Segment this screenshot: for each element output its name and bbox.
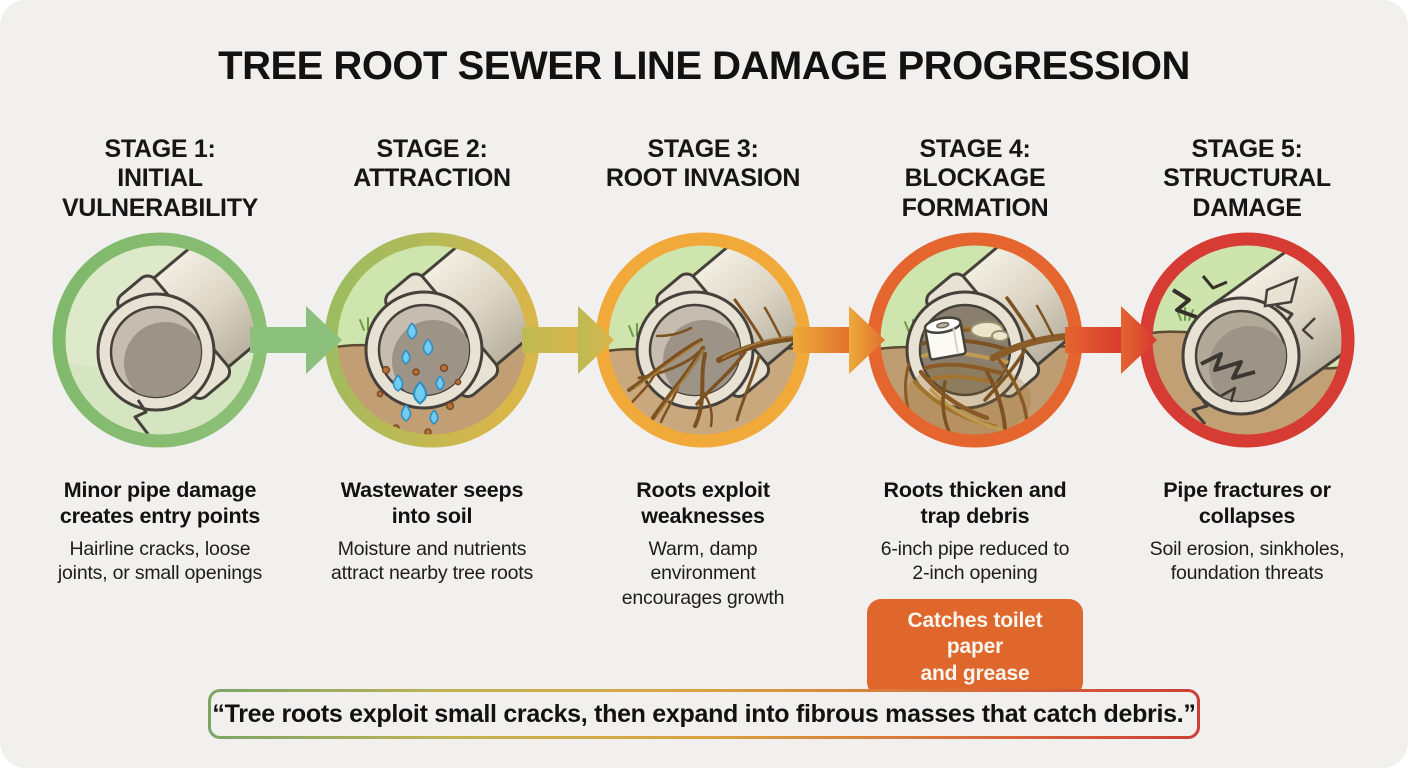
root-invasion-illustration (595, 232, 811, 448)
stage-5-caption-title: Pipe fractures or collapses (1163, 478, 1331, 528)
arrow-stage2-to-stage3-icon (522, 306, 614, 374)
stage-3-circle (595, 232, 811, 448)
pipe-shard (1263, 275, 1299, 308)
stage-3-caption-detail: Warm, damp environment encourages growth (621, 537, 785, 609)
sewer-pipe (96, 244, 256, 412)
quote-text: “Tree roots exploit small cracks, then e… (211, 692, 1197, 736)
stage-1-circle (52, 232, 268, 448)
arrow-stage3-to-stage4-icon (793, 306, 885, 374)
root-mass-shadow (903, 362, 1031, 436)
stage-1-caption-detail: Hairline cracks, loose joints, or small … (57, 537, 263, 585)
stage-5-caption: Pipe fractures or collapses Soil erosion… (1119, 478, 1375, 586)
stage-2-caption-title: Wastewater seeps into soil (340, 478, 524, 528)
invading-roots (625, 298, 799, 428)
interior-crack (1200, 352, 1256, 380)
arrow-stage4-to-stage5-icon (1065, 306, 1157, 374)
cracked-pipe-illustration (52, 232, 268, 448)
nutrient-particles (376, 363, 462, 436)
stage-4-circle (867, 232, 1083, 448)
stage-1-caption: Minor pipe damage creates entry points H… (32, 478, 288, 586)
stage-4-caption-title: Roots thicken and trap debris (883, 478, 1067, 528)
stage-4-caption-detail: 6-inch pipe reduced to 2-inch opening (880, 537, 1070, 585)
sewer-pipe (635, 244, 799, 410)
fractured-pipe (1181, 244, 1343, 425)
page-title: TREE ROOT SEWER LINE DAMAGE PROGRESSION (218, 44, 1190, 88)
quote-banner: “Tree roots exploit small cracks, then e… (208, 689, 1200, 739)
toilet-paper-roll (923, 316, 967, 361)
stage-3-caption-title: Roots exploit weaknesses (636, 478, 770, 528)
water-droplets (392, 322, 445, 426)
stage-3-heading: STAGE 3: ROOT INVASION (605, 135, 801, 193)
stage-2-caption-detail: Moisture and nutrients attract nearby tr… (330, 537, 534, 585)
stage-2-caption: Wastewater seeps into soil Moisture and … (304, 478, 560, 586)
stage-5-heading: STAGE 5: STRUCTURAL DAMAGE (1163, 135, 1331, 222)
stage-2-heading: STAGE 2: ATTRACTION (353, 135, 511, 193)
stage-3-caption: Roots exploit weaknesses Warm, damp envi… (575, 478, 831, 610)
stage-1-heading: STAGE 1: INITIAL VULNERABILITY (61, 135, 259, 222)
stage-5-caption-detail: Soil erosion, sinkholes, foundation thre… (1149, 537, 1345, 585)
stage-4-caption: Roots thicken and trap debris 6-inch pip… (847, 478, 1103, 586)
blockage-illustration (867, 232, 1083, 448)
collapsed-pipe-illustration (1139, 232, 1355, 448)
stage-4-heading: STAGE 4: BLOCKAGE FORMATION (901, 135, 1049, 222)
stage-5-circle (1139, 232, 1355, 448)
leaking-pipe-illustration (324, 232, 540, 448)
arrow-stage1-to-stage2-icon (250, 306, 342, 374)
debris-callout-badge: Catches toilet paper and grease (867, 599, 1083, 696)
stage-1-caption-title: Minor pipe damage creates entry points (59, 478, 261, 528)
stage-2-circle (324, 232, 540, 448)
hairline-crack (133, 399, 150, 435)
grease-blob (970, 321, 1009, 342)
